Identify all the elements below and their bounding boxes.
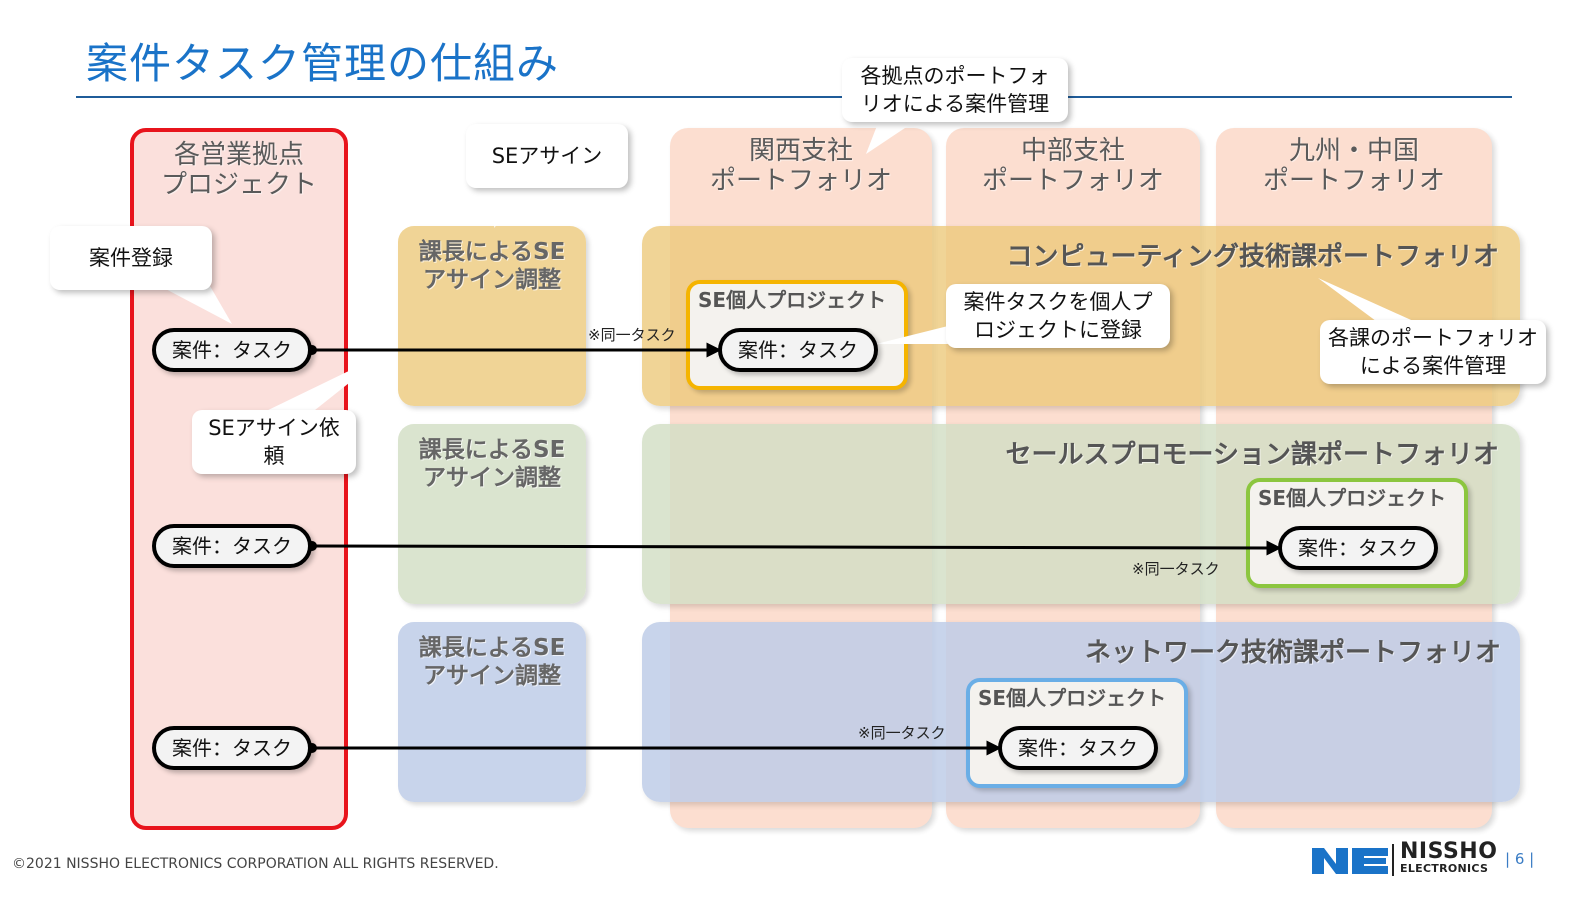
manager-assign-text: 課長によるSE アサイン調整 — [418, 635, 566, 689]
same-task-note: ※同一タスク — [1132, 560, 1220, 578]
kyushu-heading: 九州・中国 ポートフォリオ — [1262, 136, 1445, 196]
callout-se-request: SEアサイン依 頼 — [192, 410, 356, 474]
chubu-heading: 中部支社 ポートフォリオ — [981, 136, 1164, 196]
same-task-note: ※同一タスク — [588, 326, 676, 344]
page-number: | 6 | — [1505, 850, 1535, 868]
manager-assign-box-network — [398, 622, 586, 802]
se-project-label: SE個人プロジェクト — [978, 686, 1167, 710]
network-band-label: ネットワーク技術課ポートフォリオ — [1084, 638, 1501, 668]
sales-promo-band-label: セールスプロモーション課ポートフォリオ — [1005, 440, 1499, 470]
task-pill-network[interactable]: 案件：タスク — [998, 726, 1158, 770]
task-pill-sales-3[interactable]: 案件：タスク — [152, 726, 312, 770]
task-pill-sales-promo[interactable]: 案件：タスク — [1278, 526, 1438, 570]
callout-branch-portfolio: 各拠点のポートフォ リオによる案件管理 — [842, 58, 1068, 122]
computing-band-label: コンピューティング技術課ポートフォリオ — [1006, 242, 1499, 272]
callout-personal-register: 案件タスクを個人プ ロジェクトに登録 — [946, 284, 1170, 348]
task-pill-sales-2[interactable]: 案件：タスク — [152, 524, 312, 568]
task-pill-sales-1[interactable]: 案件：タスク — [152, 328, 312, 372]
callout-se-assign: SEアサイン — [466, 124, 628, 188]
callout-dept-portfolio: 各課のポートフォリオ による案件管理 — [1320, 320, 1546, 384]
kansai-heading: 関西支社 ポートフォリオ — [709, 136, 892, 196]
logo-sub: ELECTRONICS — [1400, 862, 1489, 875]
sales-column-heading: 各営業拠点 プロジェクト — [160, 140, 317, 200]
copyright: ©2021 NISSHO ELECTRONICS CORPORATION ALL… — [12, 856, 499, 872]
title-divider — [76, 96, 1512, 98]
page-title: 案件タスク管理の仕組み — [86, 39, 560, 88]
manager-assign-box-computing — [398, 226, 586, 406]
manager-assign-text: 課長によるSE アサイン調整 — [418, 437, 566, 491]
callout-register: 案件登録 — [50, 226, 212, 290]
manager-assign-box-sales-promo — [398, 424, 586, 604]
se-project-label: SE個人プロジェクト — [1258, 486, 1447, 510]
logo-divider — [1392, 844, 1394, 876]
task-pill-computing[interactable]: 案件：タスク — [718, 328, 878, 372]
manager-assign-text: 課長によるSE アサイン調整 — [418, 239, 566, 293]
logo-name: NISSHO — [1400, 839, 1498, 864]
same-task-note: ※同一タスク — [858, 724, 946, 742]
se-project-label: SE個人プロジェクト — [698, 288, 887, 312]
nissho-logo-icon — [1312, 848, 1388, 874]
